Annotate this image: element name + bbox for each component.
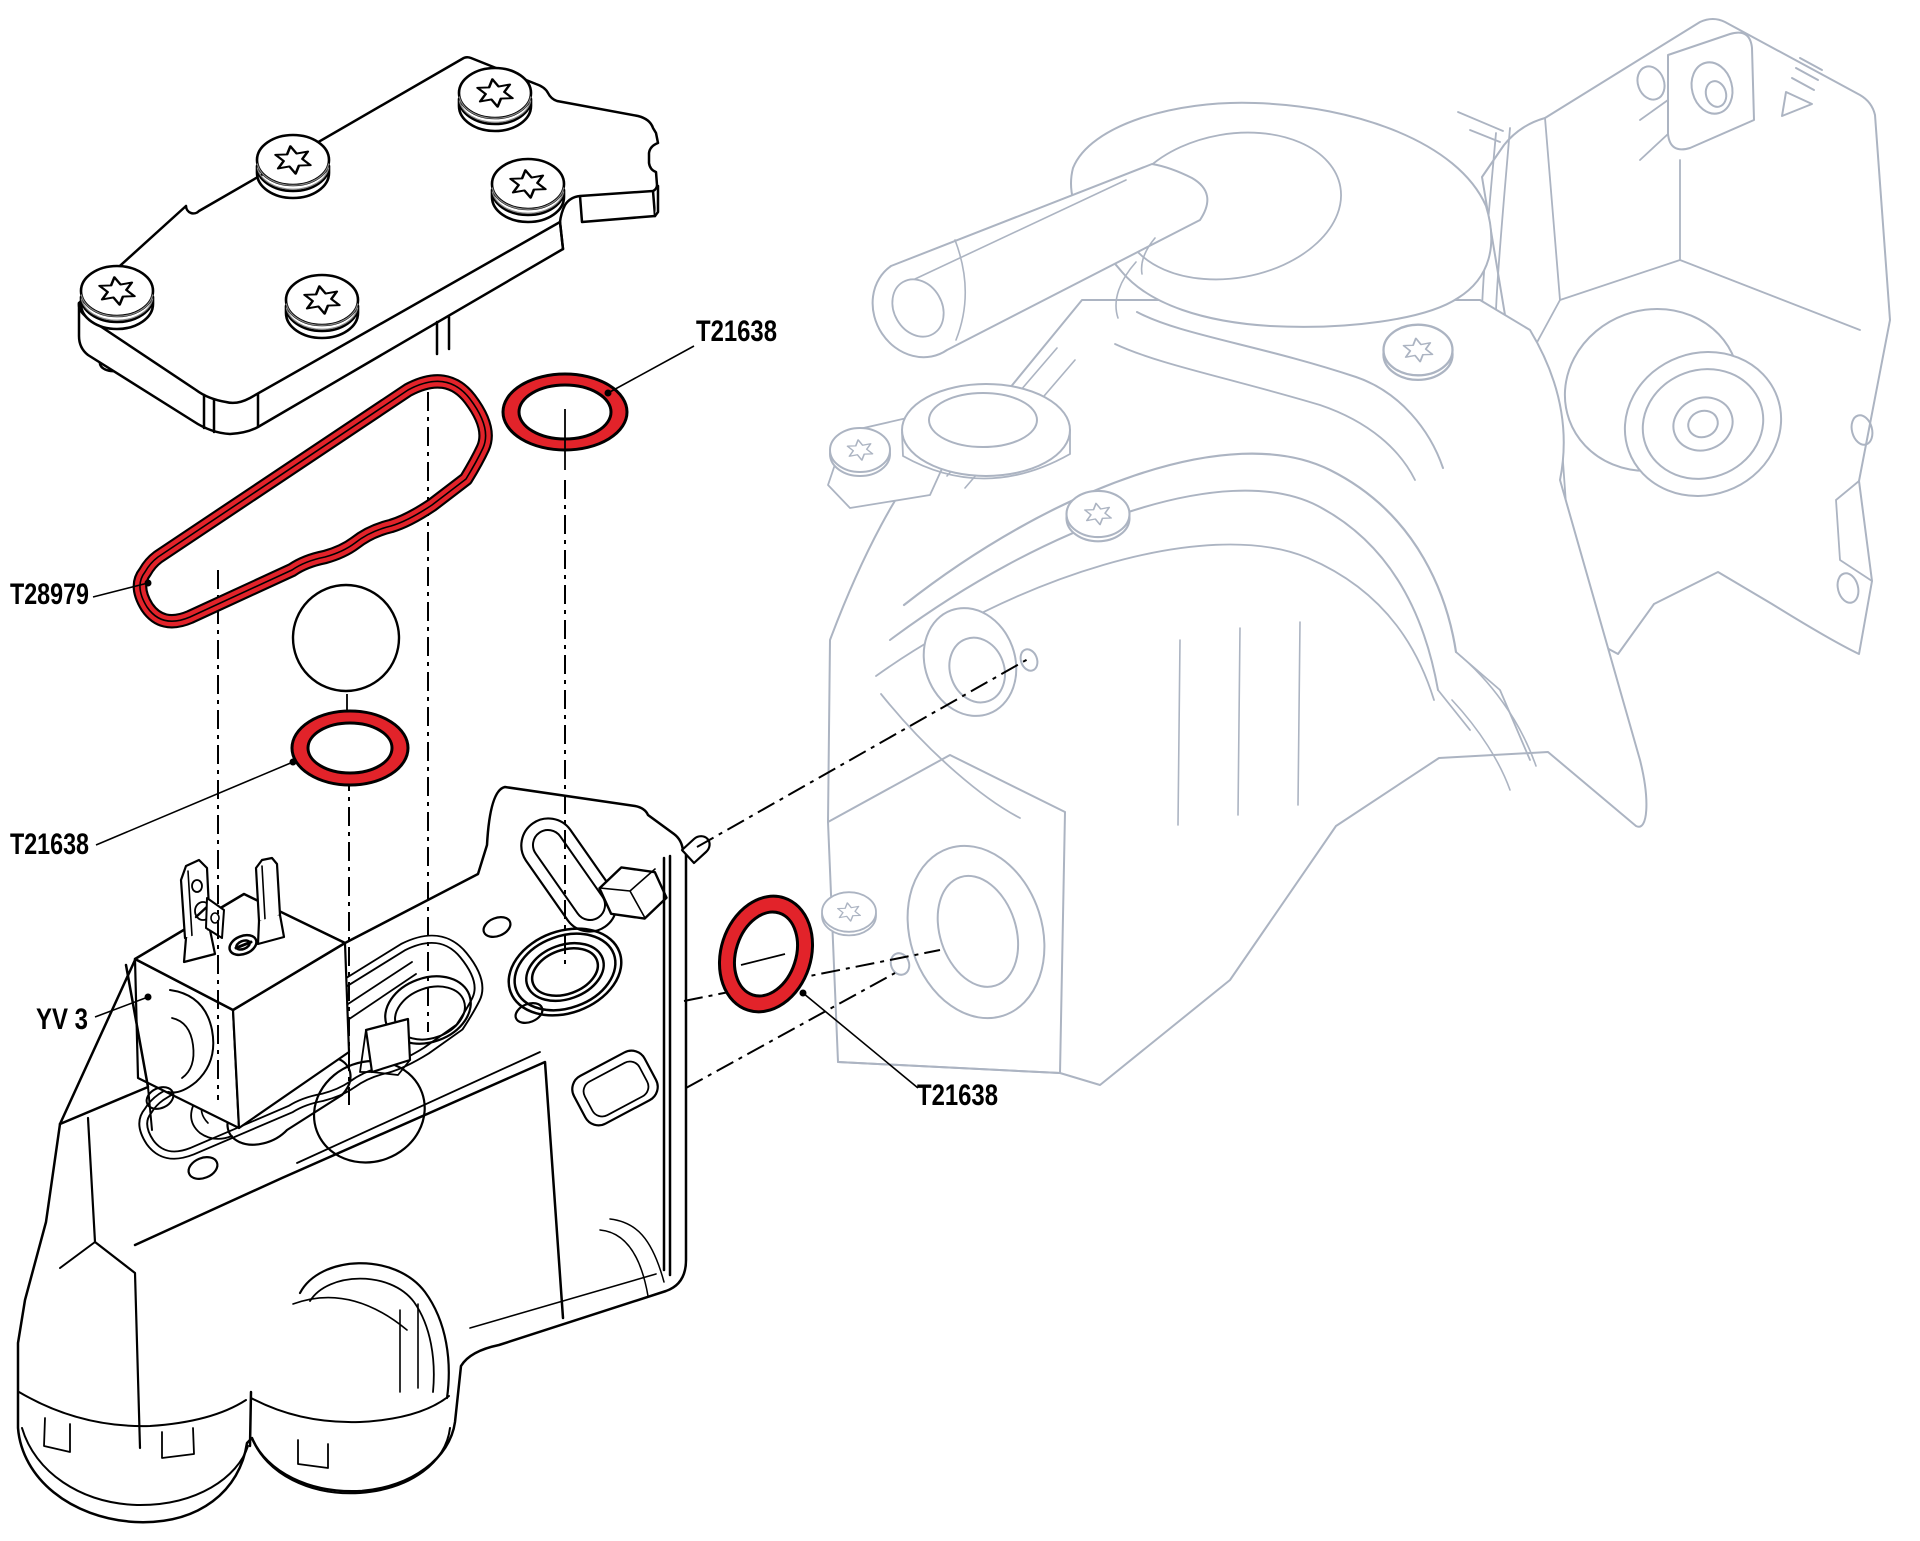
svg-text:T21638: T21638: [10, 828, 89, 861]
svg-text:T21638: T21638: [696, 315, 777, 348]
svg-text:YV 3: YV 3: [36, 1003, 88, 1036]
svg-text:T21638: T21638: [917, 1079, 998, 1112]
svg-text:T28979: T28979: [10, 578, 89, 611]
